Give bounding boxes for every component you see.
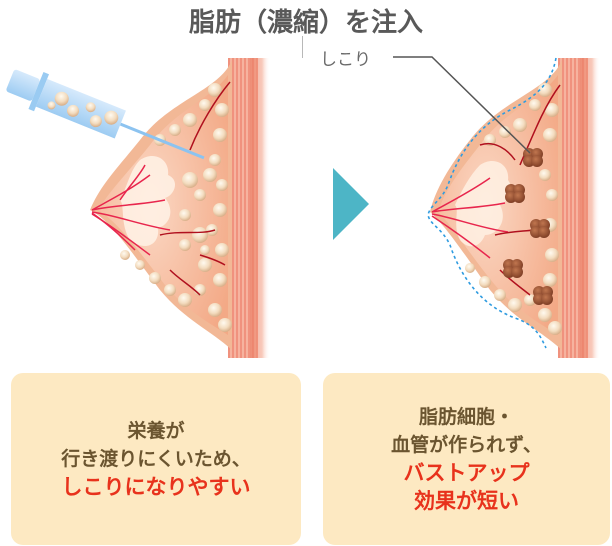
arrow-right-icon [333, 168, 369, 240]
callout-leader-line [393, 56, 531, 154]
box-highlight: しこりになりやすい [61, 475, 251, 499]
left-breast-illustration [6, 58, 270, 358]
box-line: 血管が作られず、 [391, 434, 542, 456]
box-highlight: 効果が短い [414, 489, 519, 513]
box-line: 行き渡りにくいため、 [61, 448, 251, 470]
title-divider [302, 36, 303, 58]
illustration [6, 56, 600, 358]
before-description-box: 栄養が 行き渡りにくいため、 しこりになりやすい [11, 373, 301, 545]
right-breast-illustration [427, 57, 600, 358]
lump-callout-label: しこり [320, 50, 371, 70]
after-description-box: 脂肪細胞・ 血管が作られず、 バストアップ 効果が短い [323, 373, 610, 545]
box-highlight: バストアップ [403, 461, 530, 485]
box-line: 栄養が [127, 420, 185, 442]
page-title: 脂肪（濃縮）を注入 [188, 8, 423, 38]
box-line: 脂肪細胞・ [418, 406, 514, 428]
